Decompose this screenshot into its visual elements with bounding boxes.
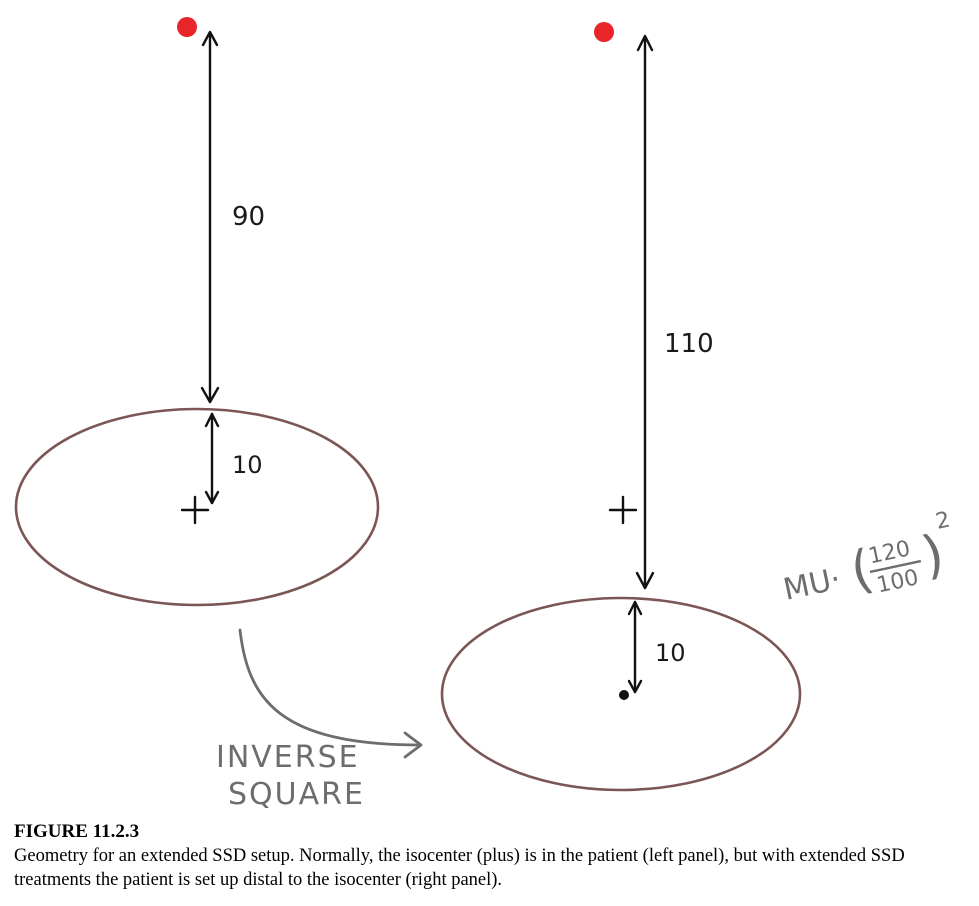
right-panel: 110 10: [440, 22, 802, 792]
right-isocenter-plus-icon: [608, 495, 638, 525]
left-depth-label: 10: [232, 451, 263, 479]
inverse-square-label-line2: SQUARE: [228, 777, 365, 812]
mu-correction-formula: MU· ( 120 100 ) 2: [780, 507, 953, 608]
left-isocenter-plus-icon: [180, 495, 210, 525]
formula-fraction-bar: [869, 559, 922, 574]
right-source-dot: [594, 22, 614, 42]
left-source-dot: [177, 17, 197, 37]
inverse-square-arrowhead: [403, 731, 423, 759]
right-patient-outline: [440, 596, 802, 792]
figure-caption: FIGURE 11.2.3 Geometry for an extended S…: [14, 820, 974, 892]
formula-prefix: MU·: [780, 562, 843, 608]
left-panel: 90 10: [14, 17, 380, 607]
left-depth-arrow: [204, 412, 220, 505]
figure-label: FIGURE 11.2.3: [14, 821, 140, 842]
right-calculation-point: [619, 690, 629, 700]
figure-caption-text: Geometry for an extended SSD setup. Norm…: [14, 846, 905, 890]
inverse-square-curved-arrow: [238, 628, 422, 747]
right-source-distance-label: 110: [664, 329, 714, 359]
extended-ssd-diagram: 90 10 110: [14, 17, 953, 812]
formula-exponent: 2: [934, 507, 953, 534]
right-source-distance-arrow: [635, 34, 655, 590]
left-source-distance-label: 90: [232, 202, 265, 232]
inverse-square-annotation: INVERSE SQUARE: [216, 628, 423, 812]
right-depth-arrow: [627, 600, 643, 694]
inverse-square-label-line1: INVERSE: [216, 740, 360, 775]
right-depth-label: 10: [655, 639, 686, 667]
left-source-distance-arrow: [200, 30, 220, 404]
left-patient-outline: [14, 407, 380, 607]
